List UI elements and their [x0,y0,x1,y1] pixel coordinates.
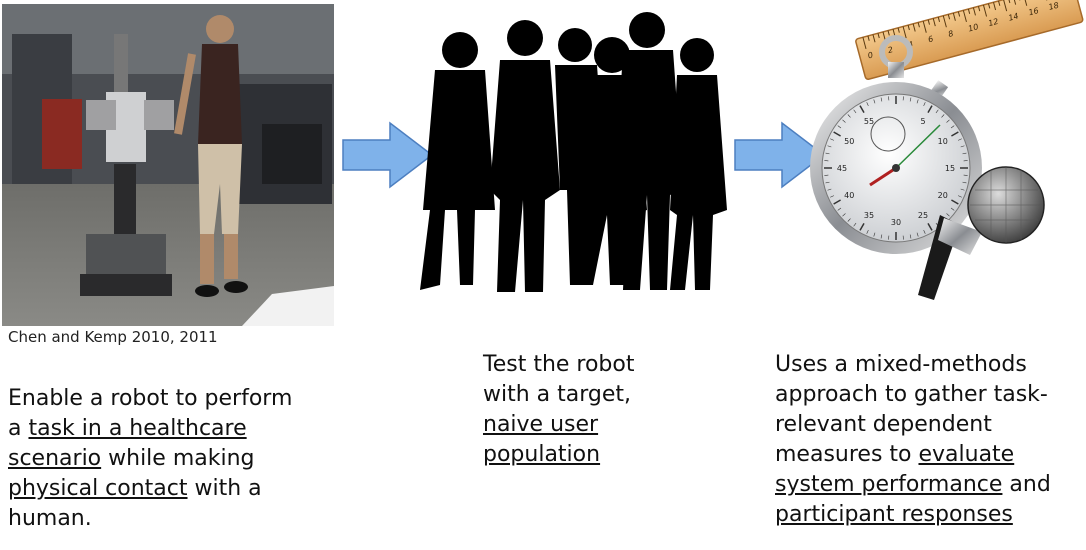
text-fragment: with a human. [8,476,262,531]
microphone-icon [918,166,1045,300]
ruler-label: 8 [947,29,954,39]
stopwatch-label: 40 [844,191,854,200]
right-arrow-icon [340,120,435,194]
ruler-label: 16 [1028,6,1040,17]
text-fragment: Test the robot with a target, [483,352,635,407]
step3-description: Uses a mixed-methods approach to gather … [775,350,1075,530]
stopwatch-label: 20 [938,191,948,200]
ruler-label: 14 [1007,11,1019,22]
text-fragment: Uses a mixed-methods approach to gather … [775,352,1048,467]
ruler-label: 6 [927,34,934,44]
stopwatch-label: 25 [918,211,928,220]
stopwatch-label: 35 [864,211,874,220]
ruler-label: 0 [867,50,874,60]
text-fragment: while making [101,446,255,471]
robot-photo [2,4,334,326]
stopwatch-label: 10 [938,137,948,146]
text-fragment: and [1002,472,1051,497]
right-arrow-icon [732,120,827,194]
stopwatch-label: 5 [920,117,925,126]
stopwatch-label: 15 [945,164,955,173]
ruler-label: 12 [987,17,999,28]
stopwatch-label: 55 [864,117,874,126]
ruler-label: 18 [1048,1,1060,12]
stopwatch-label: 30 [891,218,901,227]
photo-caption: Chen and Kemp 2010, 2011 [8,328,218,346]
underlined-phrase: task in a healthcare scenario [8,416,247,471]
ruler-label: 2 [887,45,894,55]
underlined-phrase: naive user population [483,412,601,467]
user-population-silhouette [415,10,735,300]
underlined-phrase: physical contact [8,476,188,501]
step1-description: Enable a robot to perform a task in a he… [8,384,308,534]
underlined-phrase: evaluate system performance [775,442,1015,497]
text-fragment: Enable a robot to perform a [8,386,293,441]
stopwatch-label: 50 [844,137,854,146]
stopwatch-label: 45 [837,164,847,173]
ruler-label: 10 [967,22,979,33]
underlined-phrase: participant responses [775,502,1013,527]
step2-description: Test the robot with a target, naive user… [483,350,683,470]
